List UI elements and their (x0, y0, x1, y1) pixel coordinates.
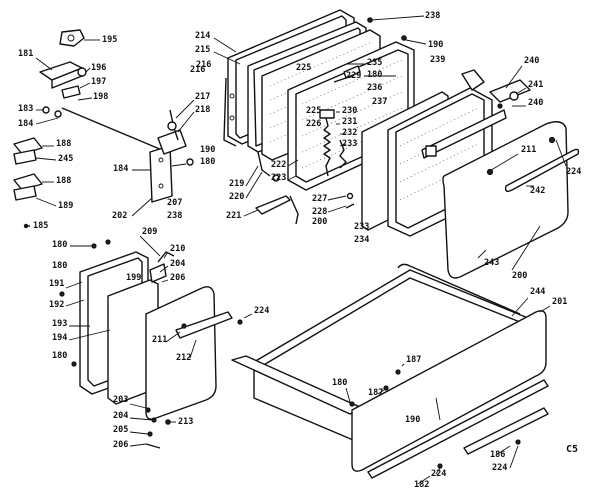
callout-206: 206 (170, 273, 185, 283)
callout-196: 196 (91, 63, 106, 73)
callout-192: 192 (49, 300, 64, 310)
callout-183: 183 (18, 104, 33, 114)
callout-212: 212 (176, 353, 191, 363)
callout-222: 222 (271, 160, 286, 170)
callout-193: 193 (52, 319, 67, 329)
callout-224: 224 (492, 463, 507, 473)
callout-201: 201 (552, 297, 567, 307)
callout-184: 184 (18, 119, 33, 129)
callout-195: 195 (102, 35, 117, 45)
callout-190: 190 (428, 40, 443, 50)
callout-230: 230 (342, 106, 357, 116)
callout-229: 229 (346, 71, 361, 81)
callout-227: 227 (312, 194, 327, 204)
callout-239: 239 (430, 55, 445, 65)
callout-184: 184 (113, 164, 128, 174)
callout-182: 182 (414, 480, 429, 490)
callout-231: 231 (342, 117, 357, 127)
callout-220: 220 (229, 192, 244, 202)
callout-232: 232 (342, 128, 357, 138)
callout-211: 211 (521, 145, 536, 155)
callout-234: 234 (354, 235, 369, 245)
callout-219: 219 (229, 179, 244, 189)
callout-199: 199 (126, 273, 141, 283)
callout-180: 180 (52, 261, 67, 271)
callout-238: 238 (425, 11, 440, 21)
callout-238: 238 (167, 211, 182, 221)
callout-187: 187 (406, 355, 421, 365)
callout-224: 224 (254, 306, 269, 316)
callout-237: 237 (372, 97, 387, 107)
broiler-door-assembly (59, 235, 253, 449)
callout-245: 245 (58, 154, 73, 164)
callout-225: 225 (296, 63, 311, 73)
callout-223: 223 (271, 173, 286, 183)
callout-210: 210 (170, 244, 185, 254)
callout-240: 240 (528, 98, 543, 108)
callout-198: 198 (93, 92, 108, 102)
callout-243: 243 (484, 258, 499, 268)
callout-225: 225 (306, 106, 321, 116)
callout-215: 215 (195, 45, 210, 55)
callout-235: 235 (367, 58, 382, 68)
callout-187: 187 (368, 388, 383, 398)
callout-233: 233 (342, 139, 357, 149)
callout-180: 180 (332, 378, 347, 388)
callout-180: 180 (200, 157, 215, 167)
callout-181: 181 (18, 49, 33, 59)
callout-202: 202 (112, 211, 127, 221)
callout-218: 218 (195, 105, 210, 115)
callout-labels: 195 181 196 197 198 183 184 188 245 188 189 185 184 2… (18, 11, 581, 490)
callout-236: 236 (367, 83, 382, 93)
callout-207: 207 (167, 198, 182, 208)
callout-217: 217 (195, 92, 210, 102)
callout-190: 190 (405, 415, 420, 425)
callout-204: 204 (170, 259, 185, 269)
callout-233: 233 (354, 222, 369, 232)
callout-189: 189 (58, 201, 73, 211)
callout-200: 200 (512, 271, 527, 281)
callout-200: 200 (312, 217, 327, 227)
callout-186: 186 (490, 450, 505, 460)
callout-206: 206 (113, 440, 128, 450)
callout-221: 221 (226, 211, 241, 221)
callout-191: 191 (49, 279, 64, 289)
callout-190: 190 (200, 145, 215, 155)
callout-180: 180 (52, 240, 67, 250)
callout-226: 226 (306, 119, 321, 129)
callout-244: 244 (530, 287, 545, 297)
callout-209: 209 (142, 227, 157, 237)
callout-188: 188 (56, 139, 71, 149)
callout-197: 197 (91, 77, 106, 87)
callout-185: 185 (33, 221, 48, 231)
callout-224: 224 (566, 167, 581, 177)
callout-224: 224 (431, 469, 446, 479)
callout-180: 180 (367, 70, 382, 80)
callout-194: 194 (52, 333, 67, 343)
callout-180: 180 (52, 351, 67, 361)
callout-205: 205 (113, 425, 128, 435)
callout-211: 211 (152, 335, 167, 345)
callout-188: 188 (56, 176, 71, 186)
oven-door-glass-and-outer-panel (361, 65, 580, 279)
callout-240: 240 (524, 56, 539, 66)
callout-216: 216 (190, 65, 205, 75)
callout-214: 214 (195, 31, 210, 41)
hinge-bracket-assembly (13, 29, 195, 229)
callout-203: 203 (113, 395, 128, 405)
storage-drawer-assembly (231, 263, 551, 485)
callout-216: 216 (196, 60, 211, 70)
callout-242: 242 (530, 186, 545, 196)
page-code-label: C5 (566, 444, 578, 455)
callout-213: 213 (178, 417, 193, 427)
callout-241: 241 (528, 80, 543, 90)
callout-228: 228 (312, 207, 327, 217)
callout-204: 204 (113, 411, 128, 421)
